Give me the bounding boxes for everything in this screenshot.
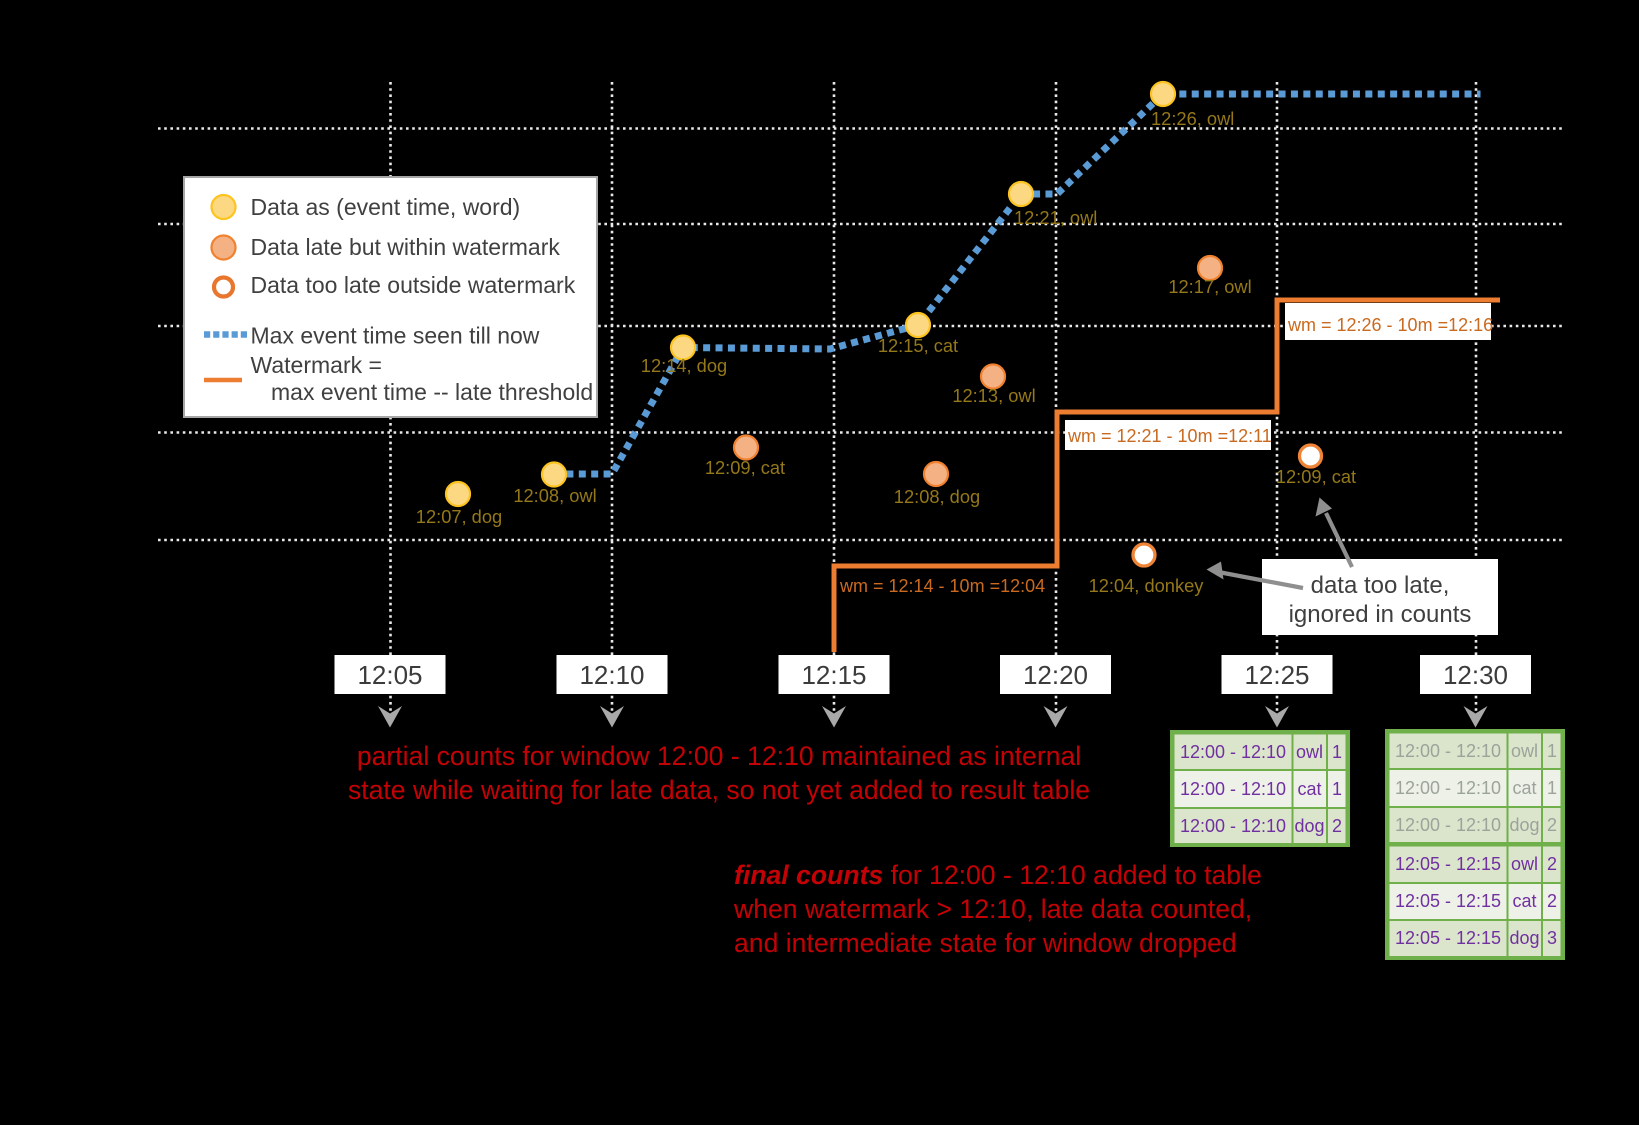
svg-text:12:30: 12:30	[1443, 660, 1508, 690]
svg-text:dog: dog	[1509, 928, 1539, 948]
svg-text:1: 1	[1547, 778, 1557, 798]
svg-text:when watermark > 12:10, late d: when watermark > 12:10, late data counte…	[733, 894, 1252, 924]
svg-text:12:00 - 12:10: 12:00 - 12:10	[1180, 816, 1286, 836]
svg-text:state while waiting for late d: state while waiting for late data, so no…	[348, 775, 1090, 805]
svg-text:12:05: 12:05	[357, 660, 422, 690]
svg-text:2: 2	[1547, 891, 1557, 911]
svg-text:12:00 - 12:10: 12:00 - 12:10	[1180, 742, 1286, 762]
svg-text:and intermediate state for win: and intermediate state for window droppe…	[734, 928, 1237, 958]
svg-text:12:14, dog: 12:14, dog	[641, 355, 727, 376]
svg-text:wm = 12:14 - 10m =12:04: wm = 12:14 - 10m =12:04	[839, 576, 1045, 596]
svg-text:owl: owl	[1296, 742, 1323, 762]
svg-text:Data as (event time, word): Data as (event time, word)	[251, 194, 521, 220]
svg-text:Data too late outside watermar: Data too late outside watermark	[251, 272, 576, 298]
svg-text:12:20: 12:20	[1023, 660, 1088, 690]
svg-text:wm = 12:26 - 10m =12:16: wm = 12:26 - 10m =12:16	[1287, 315, 1493, 335]
svg-text:data too late,: data too late,	[1311, 572, 1450, 599]
svg-text:cat: cat	[1512, 891, 1536, 911]
svg-text:Data late but within watermark: Data late but within watermark	[251, 234, 561, 260]
svg-text:12:09, cat: 12:09, cat	[705, 457, 785, 478]
svg-text:cat: cat	[1512, 778, 1536, 798]
svg-text:12:05 - 12:15: 12:05 - 12:15	[1395, 854, 1501, 874]
svg-text:dog: dog	[1509, 815, 1539, 835]
svg-text:12:00 - 12:10: 12:00 - 12:10	[1395, 778, 1501, 798]
svg-text:cat: cat	[1297, 779, 1321, 799]
svg-text:12:00 - 12:10: 12:00 - 12:10	[1395, 741, 1501, 761]
svg-text:Watermark =: Watermark =	[251, 352, 382, 378]
svg-text:12:13, owl: 12:13, owl	[952, 385, 1035, 406]
svg-text:12:05 - 12:15: 12:05 - 12:15	[1395, 891, 1501, 911]
svg-text:12:07, dog: 12:07, dog	[416, 506, 502, 527]
svg-text:ignored in counts: ignored in counts	[1289, 601, 1472, 628]
svg-text:3: 3	[1547, 928, 1557, 948]
svg-text:12:15, cat: 12:15, cat	[878, 335, 958, 356]
svg-text:12:15: 12:15	[801, 660, 866, 690]
svg-text:2: 2	[1547, 815, 1557, 835]
svg-text:12:08, dog: 12:08, dog	[894, 486, 980, 507]
svg-text:12:17, owl: 12:17, owl	[1168, 276, 1251, 297]
svg-text:12:05 - 12:15: 12:05 - 12:15	[1395, 928, 1501, 948]
svg-text:12:00 - 12:10: 12:00 - 12:10	[1395, 815, 1501, 835]
svg-text:2: 2	[1547, 854, 1557, 874]
svg-text:partial counts for window 12:0: partial counts for window 12:00 - 12:10 …	[357, 741, 1081, 771]
svg-text:12:25: 12:25	[1244, 660, 1309, 690]
svg-text:2: 2	[1332, 816, 1342, 836]
svg-text:1: 1	[1547, 741, 1557, 761]
svg-text:owl: owl	[1511, 854, 1538, 874]
svg-text:1: 1	[1332, 779, 1342, 799]
svg-text:12:09, cat: 12:09, cat	[1276, 466, 1356, 487]
svg-text:1: 1	[1332, 742, 1342, 762]
svg-text:Max event time seen till now: Max event time seen till now	[251, 323, 540, 349]
svg-text:12:21, owl: 12:21, owl	[1014, 207, 1097, 228]
svg-text:12:10: 12:10	[579, 660, 644, 690]
svg-text:12:04, donkey: 12:04, donkey	[1089, 575, 1205, 596]
svg-text:owl: owl	[1511, 741, 1538, 761]
svg-text:final counts for 12:00 - 12:10: final counts for 12:00 - 12:10 added to …	[734, 860, 1262, 890]
svg-text:12:00 - 12:10: 12:00 - 12:10	[1180, 779, 1286, 799]
svg-text:12:26, owl: 12:26, owl	[1151, 108, 1234, 129]
svg-text:wm = 12:21 - 10m =12:11: wm = 12:21 - 10m =12:11	[1067, 426, 1272, 446]
svg-text:12:08, owl: 12:08, owl	[513, 485, 596, 506]
svg-text:dog: dog	[1294, 816, 1324, 836]
svg-text:max event time -- late thresho: max event time -- late threshold	[271, 379, 593, 405]
